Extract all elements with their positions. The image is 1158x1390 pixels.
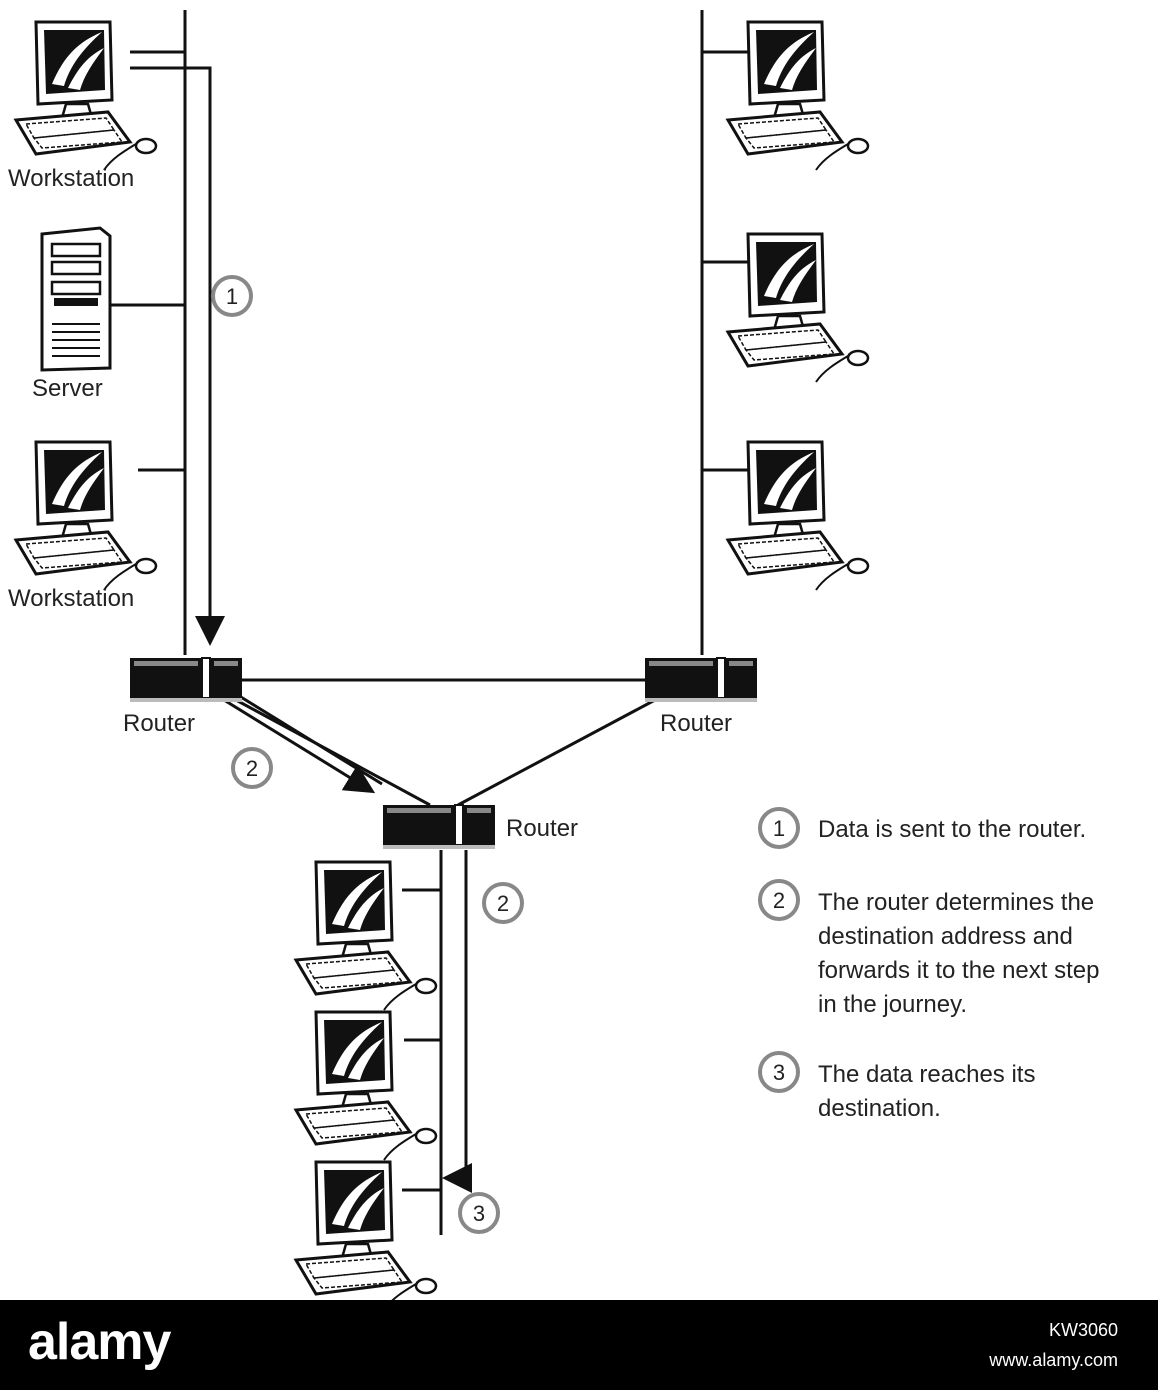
arrow-step-2a-shadow: [235, 692, 383, 786]
svg-text:2: 2: [246, 756, 258, 781]
legend-text: The data reaches its: [818, 1061, 1035, 1088]
label-workstation-top: Workstation: [8, 165, 134, 192]
router-icon: [382, 804, 496, 850]
step-marker-2b: 2: [482, 882, 524, 924]
label-router-left: Router: [123, 710, 195, 737]
arrow-step-1: [130, 66, 225, 646]
legend-text: destination.: [818, 1095, 941, 1122]
label-server: Server: [32, 375, 103, 402]
arrow-step-2a: [223, 698, 376, 794]
workstation-icon: [726, 20, 870, 172]
svg-text:3: 3: [473, 1201, 485, 1226]
legend-item-2: 2 The router determines the destination …: [758, 879, 1099, 1018]
step-marker-1: 1: [211, 275, 253, 317]
watermark-footer: alamy KW3060 www.alamy.com: [0, 1300, 1158, 1390]
label-workstation-bottom: Workstation: [8, 585, 134, 612]
step-marker-3: 3: [458, 1192, 500, 1234]
legend-text: in the journey.: [818, 991, 967, 1018]
site-url: www.alamy.com: [989, 1350, 1118, 1370]
legend-text: destination address and: [818, 923, 1073, 950]
legend-item-3: 3 The data reaches its destination.: [758, 1051, 1035, 1122]
legend: 1 Data is sent to the router. 2 The rout…: [758, 807, 1099, 1122]
network-lines: [108, 10, 775, 1235]
legend-item-1: 1 Data is sent to the router.: [758, 807, 1086, 849]
workstation-icon: [294, 1160, 438, 1300]
legend-text: Data is sent to the router.: [818, 816, 1086, 843]
workstation-icon: [726, 440, 870, 592]
brand-logo: alamy: [28, 1313, 171, 1371]
svg-text:2: 2: [773, 888, 785, 913]
server-icon: [40, 226, 112, 372]
svg-text:3: 3: [773, 1060, 785, 1085]
arrow-step-2b: [442, 850, 472, 1193]
step-marker-2a: 2: [231, 747, 273, 789]
workstation-icon: [294, 860, 438, 1012]
image-id: KW3060: [1048, 1320, 1118, 1340]
router-icon: [644, 657, 758, 703]
svg-text:1: 1: [773, 816, 785, 841]
legend-text: forwards it to the next step: [818, 957, 1099, 984]
legend-text: The router determines the: [818, 889, 1094, 916]
workstation-icon: [14, 20, 158, 172]
workstation-icon: [294, 1010, 438, 1162]
label-router-bottom: Router: [506, 815, 578, 842]
router-icon: [129, 657, 243, 703]
svg-text:2: 2: [497, 891, 509, 916]
workstation-icon: [14, 440, 158, 592]
network-routing-diagram: Workstation Server Workstation Router Ro…: [8, 10, 1099, 1300]
label-router-right: Router: [660, 710, 732, 737]
data-flow-arrows: [130, 66, 472, 1193]
svg-text:1: 1: [226, 284, 238, 309]
workstation-icon: [726, 232, 870, 384]
